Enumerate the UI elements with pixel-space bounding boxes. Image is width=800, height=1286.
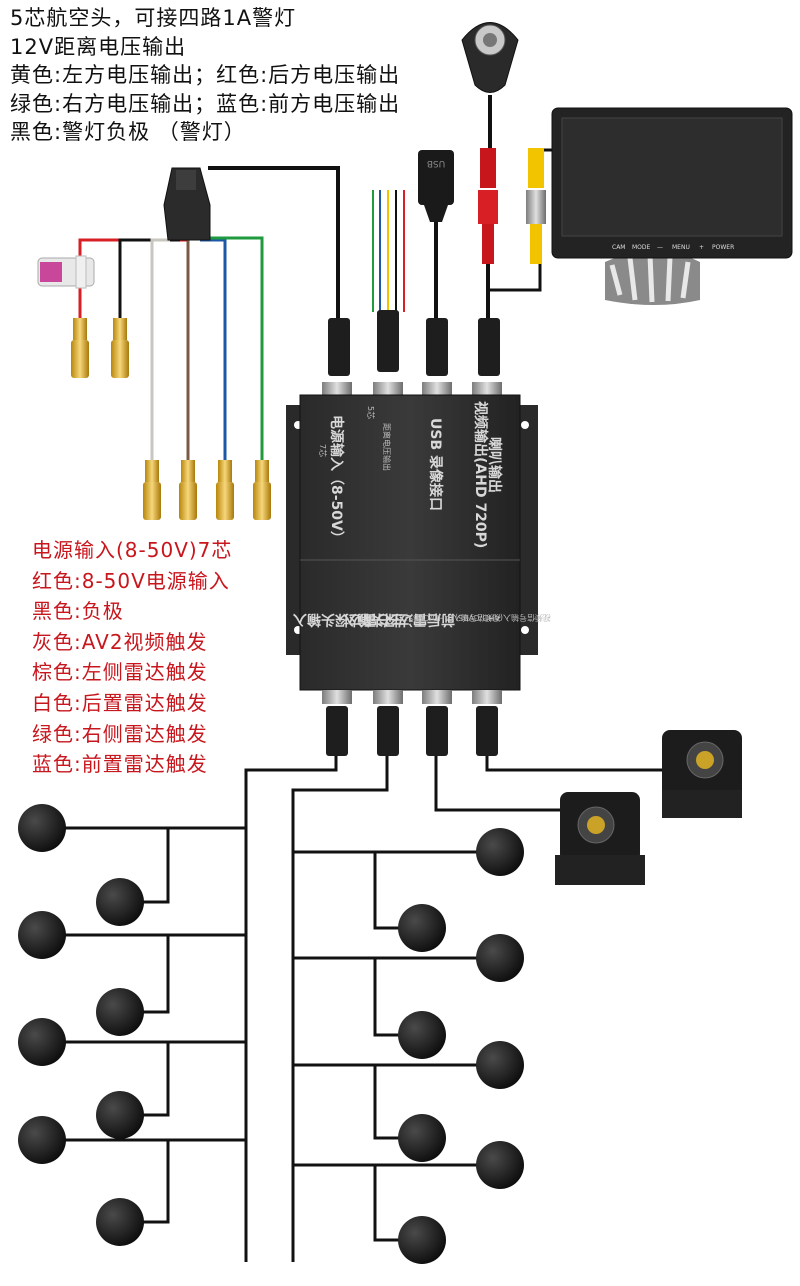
box-label-5pin: 5芯 — [366, 406, 376, 419]
box-label-power-input: 电源输入（8-50V） — [328, 415, 345, 545]
box-label-7pin: 7芯 — [318, 444, 328, 457]
note-line-3: 黄色:左方电压输出；红色:后方电压输出 — [10, 63, 401, 87]
monitor-power-button: POWER — [712, 244, 734, 251]
box-label-usb: USB 录像接口 — [427, 418, 444, 511]
monitor-cam-button: CAM — [612, 244, 625, 251]
power-note-1: 电源输入(8-50V)7芯 — [32, 538, 233, 562]
radar-chain-right — [293, 850, 490, 1242]
rca-plug-icon — [478, 148, 546, 264]
power-note-7: 绿色:右侧雷达触发 — [32, 721, 208, 746]
usb-label: USB — [427, 158, 445, 168]
monitor-plus-button: + — [699, 244, 704, 251]
top-notes: 5芯航空头，可接四路1A警灯 12V距离电压输出 黄色:左方电压输出；红色:后方… — [10, 4, 480, 147]
note-line-1: 5芯航空头，可接四路1A警灯 — [10, 6, 297, 30]
power-note-6: 白色:后置雷达触发 — [32, 690, 208, 715]
control-box: 电源输入（8-50V） 距离电压输出 USB 录像接口 视频输出(AHD 720… — [286, 394, 551, 691]
box-label-speaker-output: 喇叭输出 — [486, 437, 503, 493]
aviation-plug-icon — [163, 167, 211, 241]
power-note-5: 棕色:左侧雷达触发 — [32, 660, 208, 685]
power-note-3: 黑色:负极 — [32, 599, 124, 624]
power-note-2: 红色:8-50V电源输入 — [32, 568, 230, 593]
box-label-video-in-2: 视频信号输入(AHD/CVBS)2 — [400, 613, 501, 623]
monitor-menu-button: MENU — [672, 244, 690, 251]
camera-icon — [555, 730, 742, 885]
box-label-lr-radar: 左右雷达探头输入 — [293, 611, 406, 628]
monitor-mode-button: MODE — [632, 244, 651, 251]
monitor-icon: CAM MODE — MENU + POWER — [551, 107, 793, 305]
note-line-4: 绿色:右方电压输出；蓝色:前方电压输出 — [10, 91, 401, 116]
bottom-cables — [244, 756, 665, 1262]
note-line-2: 12V距离电压输出 — [10, 34, 187, 59]
bottom-connectors — [322, 690, 502, 756]
fuse-icon — [37, 255, 95, 289]
power-notes: 电源输入(8-50V)7芯 红色:8-50V电源输入 黑色:负极 灰色:AV2视… — [32, 535, 292, 780]
speaker-icon — [461, 22, 519, 93]
note-line-5: 黑色:警灯负极 （警灯） — [10, 120, 246, 144]
top-connectors — [322, 310, 502, 396]
top-cables — [208, 95, 552, 320]
power-harness — [37, 167, 271, 520]
monitor-minus-button: — — [657, 244, 663, 251]
box-label-video-output: 视频输出(AHD 720P) — [472, 401, 489, 548]
box-label-distance-voltage: 距离电压输出 — [382, 423, 392, 471]
usb-plug-icon: USB — [418, 150, 454, 222]
box-label-video-in-1: 视频信号输入(AHD/CVBS)1 — [450, 613, 551, 623]
spade-terminal-icon — [71, 318, 271, 520]
box-label-fr-radar: 前后雷达探头输入 — [343, 611, 455, 628]
radar-sensor-icon — [18, 804, 524, 1264]
power-note-4: 灰色:AV2视频触发 — [32, 629, 208, 654]
power-note-8: 蓝色:前置雷达触发 — [32, 752, 208, 777]
radar-chain-left — [60, 826, 246, 1224]
